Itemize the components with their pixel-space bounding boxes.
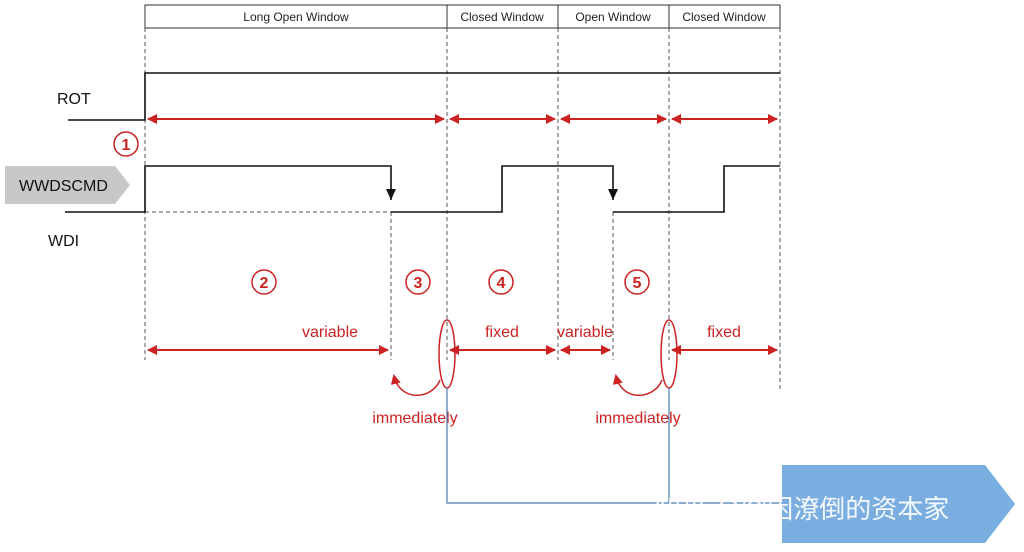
marker-1: 1 — [113, 131, 139, 157]
marker-4: 4 — [488, 269, 514, 295]
marker-number: 3 — [414, 275, 423, 292]
marker-2: 2 — [251, 269, 277, 295]
wwdscmd-waveform-c — [613, 165, 780, 213]
marker-circle — [113, 131, 139, 157]
label-variable: variable — [557, 324, 613, 341]
marker-3: 3 — [405, 269, 431, 295]
immediately-curve-arrow — [390, 374, 441, 396]
header-box — [144, 4, 781, 29]
header-closed-window: Closed Window — [460, 10, 544, 24]
header-open-window: Open Window — [575, 10, 651, 24]
marker-circle — [488, 269, 514, 295]
signal-label-wdi: WDI — [48, 233, 79, 250]
label-fixed: fixed — [707, 324, 741, 341]
marker-number: 1 — [122, 137, 131, 154]
wwdscmd-waveform-a — [65, 165, 396, 213]
marker-circle — [405, 269, 431, 295]
marker-circle — [251, 269, 277, 295]
dashed-guides — [144, 28, 781, 390]
label-immediately: immediately — [372, 410, 457, 427]
marker-number: 2 — [260, 275, 269, 292]
signal-label-rot: ROT — [57, 91, 91, 108]
marker-circle — [624, 269, 650, 295]
marker-number: 5 — [633, 275, 642, 292]
header-closed-window: Closed Window — [682, 10, 766, 24]
rot-waveform — [68, 72, 780, 121]
marker-5: 5 — [624, 269, 650, 295]
wwdscmd-waveform-b — [391, 165, 618, 213]
blue-tag — [782, 465, 1015, 543]
label-variable: variable — [302, 324, 358, 341]
signal-label-wwdscmd: WWDSCMD — [19, 178, 108, 195]
label-immediately: immediately — [595, 410, 680, 427]
marker-number: 4 — [497, 275, 506, 292]
immediately-curve-arrow — [612, 374, 663, 396]
label-fixed: fixed — [485, 324, 519, 341]
connector-line — [446, 388, 790, 504]
wwdscmd-tag — [5, 166, 130, 204]
window-header-row: Long Open Window Closed Window Open Wind… — [144, 4, 781, 29]
watermark-text: 知乎 @穷困潦倒的资本家 — [655, 495, 949, 525]
header-long-open-window: Long Open Window — [243, 10, 349, 24]
